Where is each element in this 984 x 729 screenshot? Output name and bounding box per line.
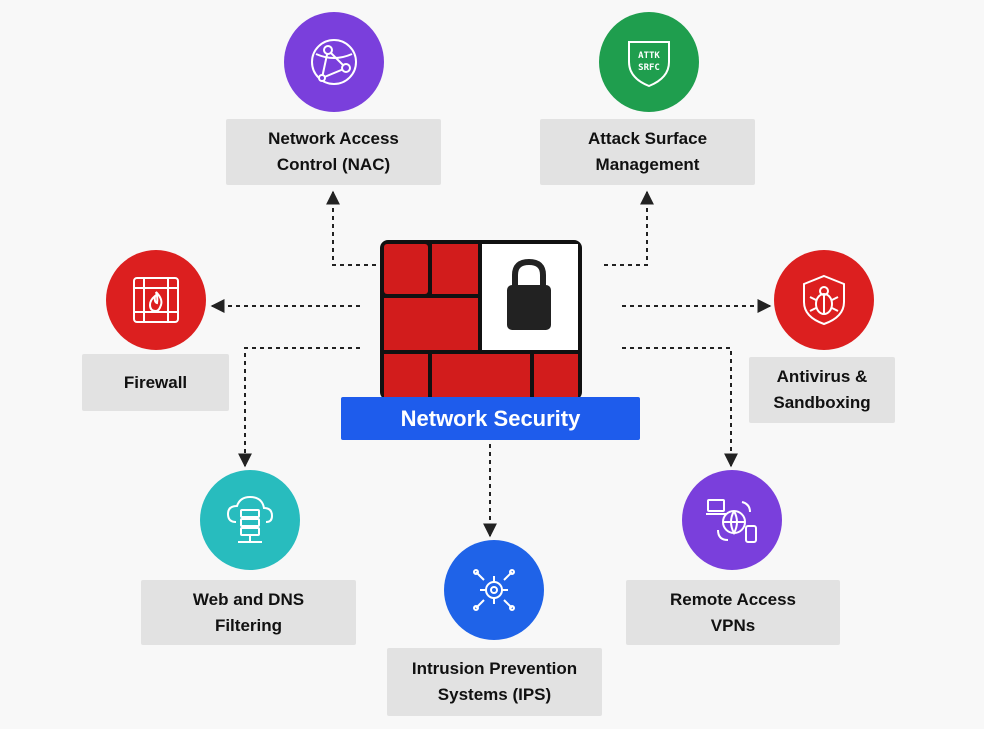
firewall-wall-icon (380, 240, 582, 400)
bug-shield-icon (803, 274, 845, 326)
svg-text:ATTK: ATTK (638, 51, 660, 61)
asm-label: Attack Surface Management (587, 129, 708, 174)
webdns-label: Web and DNS Filtering (192, 589, 305, 635)
asm-label-box: Attack Surface Management (540, 119, 755, 185)
connector-webdns (238, 347, 360, 468)
asm-circle: ATTK SRFC (599, 12, 699, 112)
vpn-label-box: Remote Access VPNs (626, 580, 840, 645)
connector-vpn (622, 347, 738, 468)
connector-nac (326, 190, 376, 266)
nac-label-box: Network Access Control (NAC) (226, 119, 441, 185)
svg-text:SRFC: SRFC (638, 63, 660, 73)
nac-circle (284, 12, 384, 112)
globe-network-icon (311, 39, 357, 85)
gear-network-icon (473, 569, 515, 611)
ips-circle (444, 540, 544, 640)
webdns-label-box: Web and DNS Filtering (141, 580, 356, 645)
antivirus-label-box: Antivirus & Sandboxing (749, 357, 895, 423)
antivirus-circle (774, 250, 874, 350)
antivirus-label: Antivirus & Sandboxing (773, 367, 871, 412)
connector-asm (604, 190, 654, 266)
vpn-circle (682, 470, 782, 570)
remote-globe-devices-icon (706, 499, 757, 543)
network-security-title: Network Security (341, 397, 640, 440)
vpn-label: Remote Access VPNs (670, 589, 796, 635)
firewall-label-box: Firewall (82, 354, 229, 411)
shield-attk-srfc-icon: ATTK SRFC (628, 41, 670, 88)
ips-label: Intrusion Prevention Systems (IPS) (411, 659, 578, 704)
firewall-circle (106, 250, 206, 350)
webdns-circle (200, 470, 300, 570)
nac-label: Network Access Control (NAC) (268, 129, 399, 174)
cloud-server-icon (226, 495, 274, 543)
firewall-flame-icon (133, 277, 179, 323)
firewall-label: Firewall (123, 372, 188, 392)
ips-label-box: Intrusion Prevention Systems (IPS) (387, 648, 602, 716)
